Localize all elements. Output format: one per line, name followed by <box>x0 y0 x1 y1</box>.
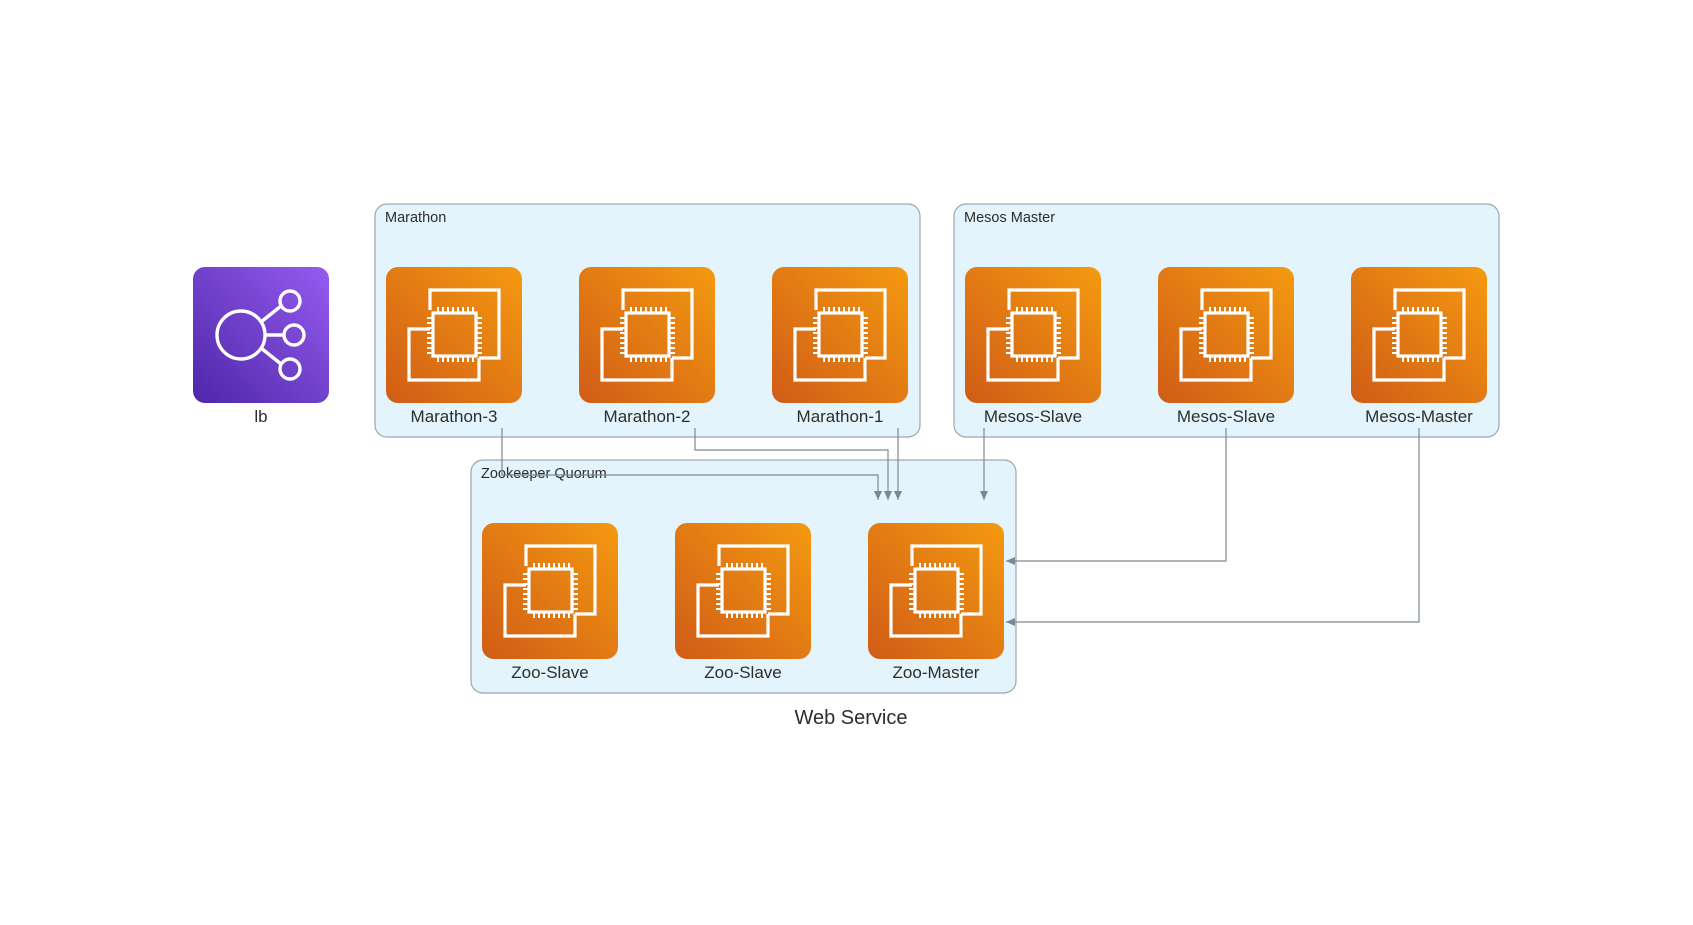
cluster-marathon-label: Marathon <box>385 210 446 226</box>
cluster-zookeeper-quorum-label: Zookeeper Quorum <box>481 466 607 482</box>
edges <box>501 428 1420 626</box>
node-mesos-slave-1-label: Mesos-Slave <box>984 407 1082 426</box>
ec2-instances-icon <box>868 523 1004 659</box>
ec2-instances-icon <box>386 267 522 403</box>
diagram-title: Web Service <box>794 707 907 729</box>
node-mesos-slave-1: Mesos-Slave <box>965 267 1101 426</box>
node-zoo-slave-2-label: Zoo-Slave <box>704 663 781 682</box>
node-zoo-slave-1-label: Zoo-Slave <box>511 663 588 682</box>
edge-mesos-slave-2-to-zoo-master <box>1006 428 1227 565</box>
node-mesos-master: Mesos-Master <box>1351 267 1487 426</box>
edge-marathon-3-to-zoo-master <box>501 428 882 500</box>
node-marathon-1: Marathon-1 <box>772 267 908 426</box>
cluster-mesos-master-label: Mesos Master <box>964 210 1055 226</box>
node-marathon-1-label: Marathon-1 <box>797 407 884 426</box>
ec2-instances-icon <box>772 267 908 403</box>
node-zoo-slave-1: Zoo-Slave <box>482 523 618 682</box>
node-marathon-2-label: Marathon-2 <box>604 407 691 426</box>
edge-mesos-master-to-zoo-master <box>1006 428 1420 626</box>
node-zoo-slave-2: Zoo-Slave <box>675 523 811 682</box>
ec2-instances-icon <box>1158 267 1294 403</box>
node-mesos-master-label: Mesos-Master <box>1365 407 1473 426</box>
node-mesos-slave-2: Mesos-Slave <box>1158 267 1294 426</box>
node-mesos-slave-2-label: Mesos-Slave <box>1177 407 1275 426</box>
node-lb: lb <box>193 267 329 426</box>
elastic-load-balancer-icon <box>193 267 329 403</box>
node-lb-label: lb <box>254 407 267 426</box>
node-marathon-3: Marathon-3 <box>386 267 522 426</box>
ec2-instances-icon <box>675 523 811 659</box>
ec2-instances-icon <box>1351 267 1487 403</box>
edge-marathon-2-to-zoo-master <box>694 428 892 500</box>
ec2-instances-icon <box>482 523 618 659</box>
ec2-instances-icon <box>579 267 715 403</box>
node-zoo-master-label: Zoo-Master <box>893 663 980 682</box>
node-marathon-2: Marathon-2 <box>579 267 715 426</box>
node-marathon-3-label: Marathon-3 <box>411 407 498 426</box>
node-zoo-master: Zoo-Master <box>868 523 1004 682</box>
ec2-instances-icon <box>965 267 1101 403</box>
